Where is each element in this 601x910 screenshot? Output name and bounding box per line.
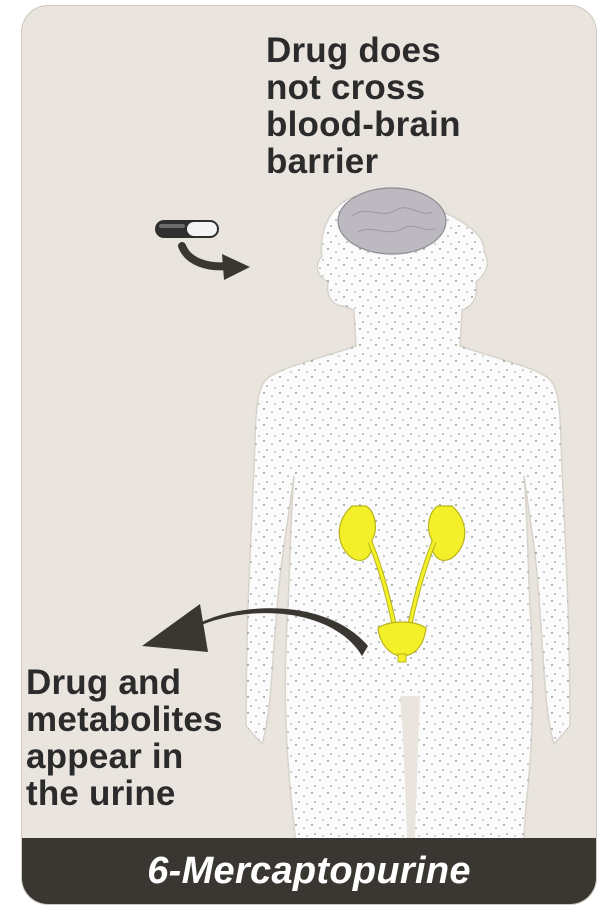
blood-brain-barrier-label: Drug does not cross blood-brain barrier bbox=[266, 32, 586, 180]
capsule-icon bbox=[155, 220, 219, 238]
brain bbox=[338, 188, 446, 254]
figure-card: Drug does not cross blood-brain barrier … bbox=[22, 6, 596, 904]
urine-excretion-label: Drug and metabolites appear in the urine bbox=[26, 664, 346, 812]
oral-intake-arrow-icon bbox=[182, 246, 250, 280]
drug-name-title: 6-Mercaptopurine bbox=[147, 850, 471, 893]
title-bar: 6-Mercaptopurine bbox=[22, 838, 596, 904]
